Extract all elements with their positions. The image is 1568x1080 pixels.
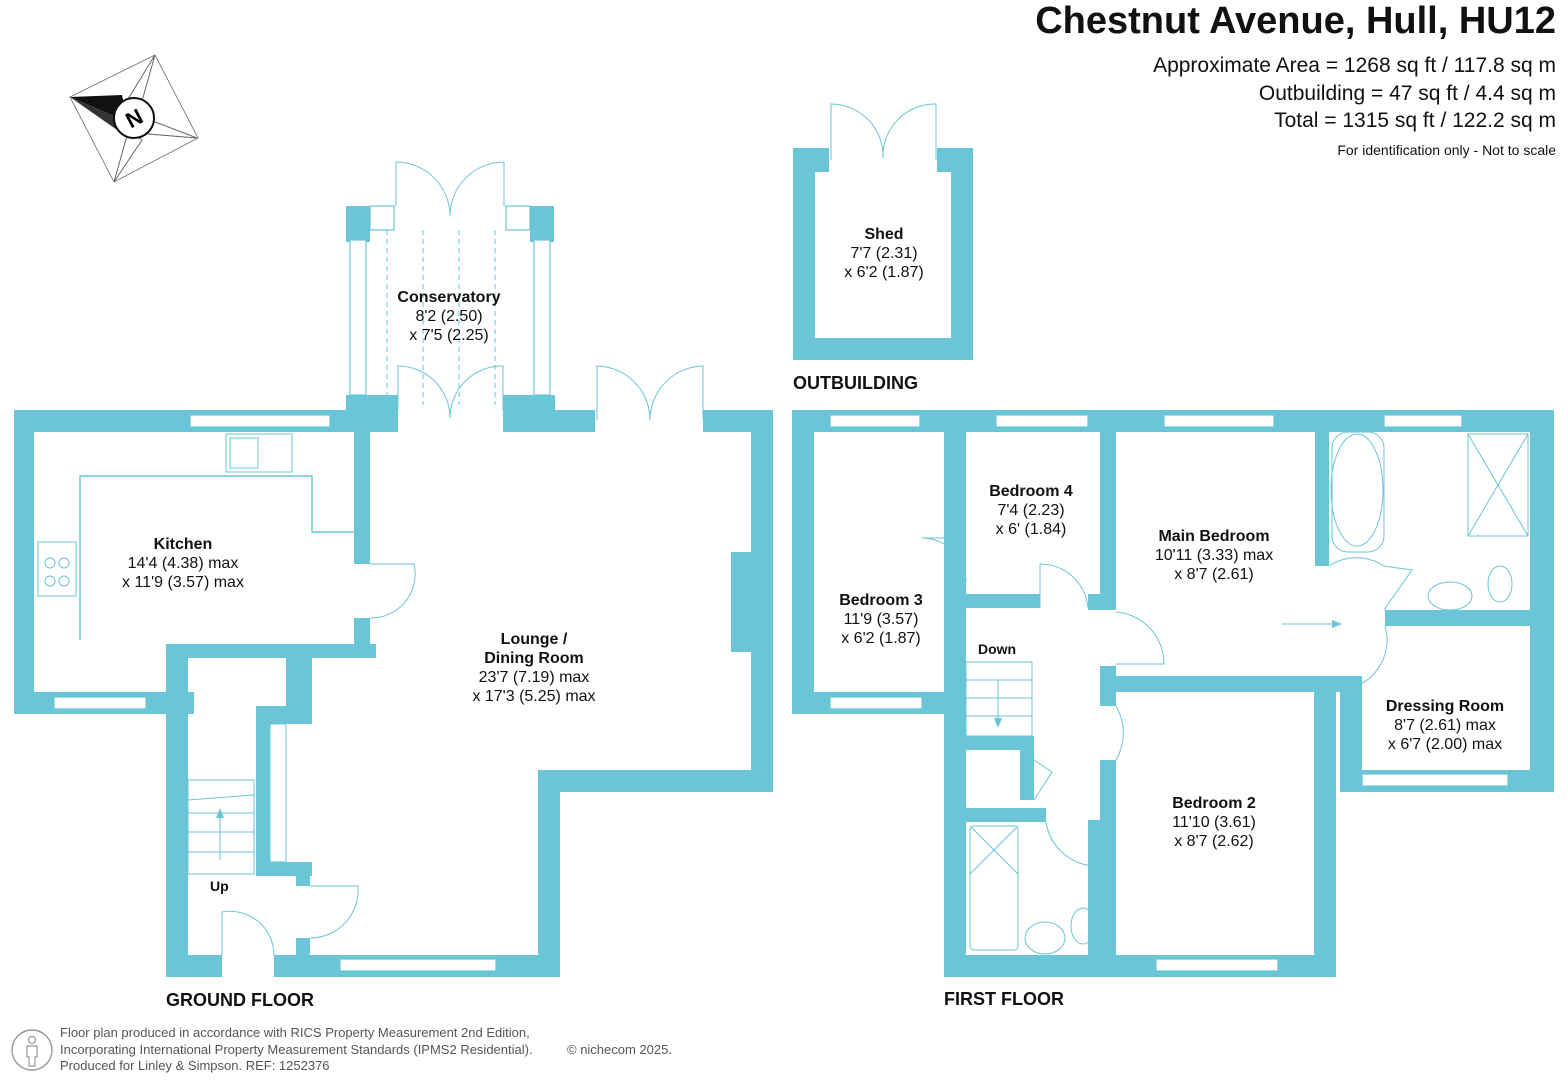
lounge-name-1: Lounge / [501, 631, 568, 648]
bedroom2-name: Bedroom 2 [1172, 795, 1256, 812]
property-title: Chestnut Avenue, Hull, HU12 [1035, 0, 1556, 42]
disclaimer-note: For identification only - Not to scale [1337, 142, 1556, 158]
first-floor-plan [792, 410, 1554, 977]
footer-line-1: Floor plan produced in accordance with R… [60, 1025, 530, 1040]
kitchen-dim1: 14'4 (4.38) max [128, 555, 239, 572]
main-bedroom-name: Main Bedroom [1158, 528, 1269, 545]
bedroom2-dim2: x 8'7 (2.62) [1174, 833, 1254, 850]
kitchen-name: Kitchen [154, 536, 213, 553]
approximate-area: Approximate Area = 1268 sq ft / 117.8 sq… [1153, 54, 1556, 77]
outbuilding-label: OUTBUILDING [793, 373, 918, 393]
stairs-down-label: Down [978, 641, 1016, 657]
lounge-dim1: 23'7 (7.19) max [479, 669, 590, 686]
shed-name: Shed [864, 226, 903, 243]
conservatory-dim2: x 7'5 (2.25) [409, 327, 489, 344]
conservatory-dim1: 8'2 (2.50) [415, 308, 482, 325]
shed-dim1: 7'7 (2.31) [850, 245, 917, 262]
outbuilding-area: Outbuilding = 47 sq ft / 4.4 sq m [1258, 81, 1556, 105]
main-bedroom-dim1: 10'11 (3.33) max [1155, 547, 1273, 564]
outbuilding-plan [793, 103, 973, 360]
bedroom4-dim2: x 6' (1.84) [996, 521, 1067, 538]
dressing-room-name: Dressing Room [1386, 698, 1504, 715]
ground-floor-label: GROUND FLOOR [166, 990, 314, 1010]
ground-floor-plan [14, 161, 773, 977]
copyright: © nichecom 2025. [567, 1042, 672, 1057]
shed-dim2: x 6'2 (1.87) [844, 264, 924, 281]
lounge-dim2: x 17'3 (5.25) max [472, 688, 595, 705]
bedroom3-dim2: x 6'2 (1.87) [841, 630, 921, 647]
stairs-up-label: Up [210, 878, 229, 894]
person-icon [11, 1029, 53, 1071]
north-arrow-icon: N [69, 54, 199, 183]
conservatory-name: Conservatory [397, 289, 500, 306]
bedroom4-name: Bedroom 4 [989, 483, 1073, 500]
bedroom2-dim1: 11'10 (3.61) [1172, 814, 1256, 831]
first-floor-label: FIRST FLOOR [944, 989, 1064, 1009]
footer-line-3: Produced for Linley & Simpson. REF: 1252… [60, 1058, 330, 1073]
dressing-room-dim1: 8'7 (2.61) max [1394, 717, 1496, 734]
dressing-room-dim2: x 6'7 (2.00) max [1388, 736, 1502, 753]
footer-line-2: Incorporating International Property Mea… [60, 1041, 533, 1057]
total-area: Total = 1315 sq ft / 122.2 sq m [1274, 109, 1556, 132]
area-summary: Approximate Area = 1268 sq ft / 117.8 sq… [1153, 52, 1556, 135]
bedroom3-dim1: 11'9 (3.57) [844, 611, 919, 628]
bedroom3-name: Bedroom 3 [839, 592, 923, 609]
main-bedroom-dim2: x 8'7 (2.61) [1174, 566, 1254, 583]
lounge-name-2: Dining Room [484, 650, 584, 667]
footer-notes: Floor plan produced in accordance with R… [60, 1025, 533, 1075]
kitchen-dim2: x 11'9 (3.57) max [122, 574, 244, 591]
bedroom4-dim1: 7'4 (2.23) [997, 502, 1064, 519]
